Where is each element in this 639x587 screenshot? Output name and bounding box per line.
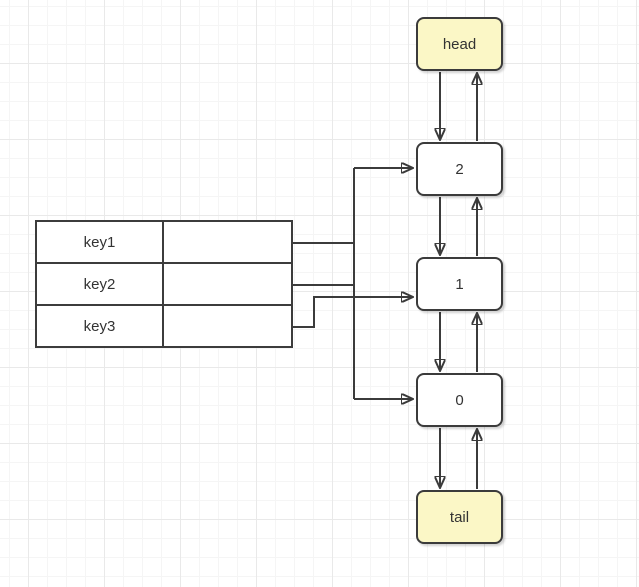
edge-key3-to-1[interactable]: [289, 297, 412, 328]
node-2[interactable]: 2: [416, 142, 503, 196]
node-0-label: 0: [455, 391, 464, 409]
node-0[interactable]: 0: [416, 373, 503, 427]
node-1[interactable]: 1: [416, 257, 503, 311]
table-cell-key3[interactable]: key3: [37, 306, 164, 346]
node-tail[interactable]: tail: [416, 490, 503, 544]
table-row: key2: [37, 262, 291, 304]
table-cell-key2[interactable]: key2: [37, 264, 164, 304]
node-head[interactable]: head: [416, 17, 503, 71]
table-row: key1: [37, 222, 291, 262]
node-head-label: head: [442, 35, 477, 53]
node-1-label: 1: [455, 275, 464, 293]
table-cell-key1[interactable]: key1: [37, 222, 164, 262]
table-row: key3: [37, 304, 291, 346]
node-2-label: 2: [455, 160, 464, 178]
table-cell-key1-value[interactable]: [164, 222, 291, 262]
hash-table: key1 key2 key3: [35, 220, 293, 348]
table-cell-key3-value[interactable]: [164, 306, 291, 346]
table-cell-key2-value[interactable]: [164, 264, 291, 304]
node-tail-label: tail: [449, 508, 470, 526]
